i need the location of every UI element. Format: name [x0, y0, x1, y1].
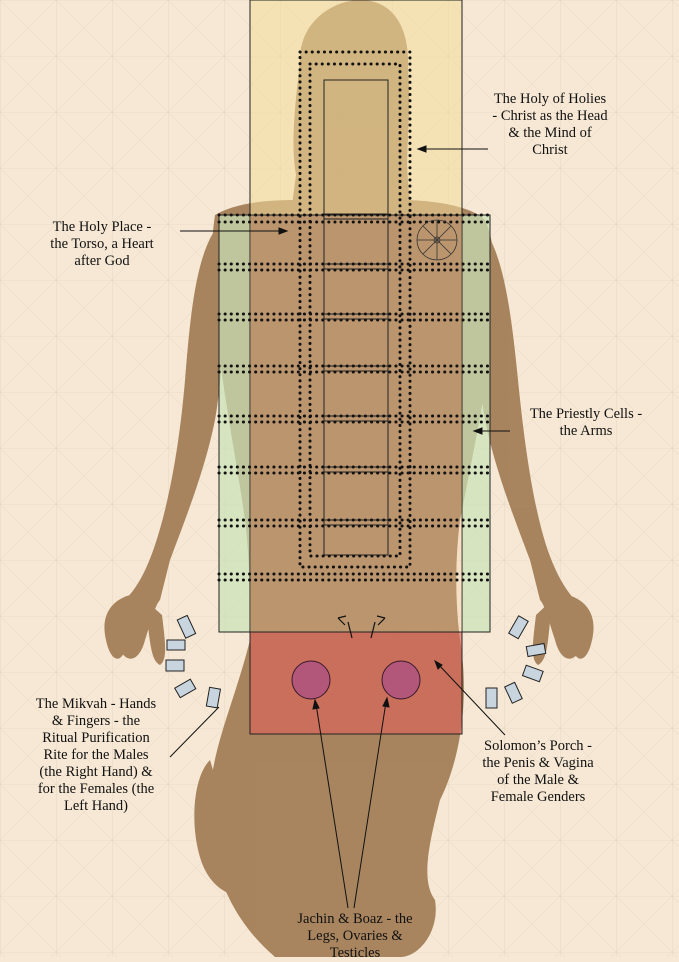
- label-line: - Christ as the Head: [492, 108, 608, 124]
- label-line: of the Male &: [497, 772, 579, 788]
- label-line: the Arms: [559, 423, 613, 439]
- label-line: after God: [74, 253, 130, 269]
- label-holy-place: The Holy Place - the Torso, a Heart afte…: [22, 219, 182, 270]
- label-line: The Holy of Holies: [493, 91, 607, 107]
- radial-wheel-icon: [416, 219, 458, 261]
- label-line: Ritual Purification: [42, 730, 150, 746]
- jachin-pillar: [291, 660, 331, 700]
- label-line: & Fingers - the: [51, 713, 141, 729]
- holy-place-area: [250, 215, 462, 632]
- label-line: Rite for the Males: [43, 747, 149, 763]
- label-priestly-cells: The Priestly Cells - the Arms: [506, 406, 666, 440]
- priestly-cells-right: [461, 214, 491, 633]
- label-mikvah: The Mikvah - Hands & Fingers - the Ritua…: [14, 696, 178, 815]
- label-line: Legs, Ovaries &: [307, 928, 403, 944]
- label-holy-of-holies: The Holy of Holies - Christ as the Head …: [480, 91, 620, 159]
- label-line: Solomon’s Porch -: [484, 738, 592, 754]
- label-line: Female Genders: [490, 789, 586, 805]
- label-line: The Holy Place -: [52, 219, 152, 235]
- leader-lines: [169, 145, 510, 909]
- solomons-porch-area: [249, 631, 463, 735]
- label-line: Left Hand): [63, 798, 128, 814]
- label-line: & the Mind of: [508, 125, 592, 141]
- dotted-outlines: [217, 50, 492, 582]
- priestly-cells-left: [218, 214, 251, 633]
- finger-marks-left: [165, 614, 222, 709]
- porch-arrows: [337, 615, 386, 639]
- label-solomons-porch: Solomon’s Porch - the Penis & Vagina of …: [458, 738, 618, 806]
- boaz-pillar: [381, 660, 421, 700]
- label-line: Testicles: [329, 945, 381, 961]
- label-line: The Priestly Cells -: [529, 406, 643, 422]
- label-line: for the Females (the: [37, 781, 155, 797]
- inner-sanctum-outline: [323, 79, 389, 556]
- label-line: (the Right Hand) &: [39, 764, 153, 780]
- label-line: The Mikvah - Hands: [35, 696, 157, 712]
- label-line: Jachin & Boaz - the: [297, 911, 413, 927]
- label-line: the Torso, a Heart: [50, 236, 154, 252]
- label-jachin-boaz: Jachin & Boaz - the Legs, Ovaries & Test…: [270, 911, 440, 962]
- label-line: the Penis & Vagina: [482, 755, 594, 771]
- holy-of-holies-area: [250, 0, 462, 215]
- label-line: Christ: [532, 142, 568, 158]
- finger-marks-right: [485, 615, 547, 709]
